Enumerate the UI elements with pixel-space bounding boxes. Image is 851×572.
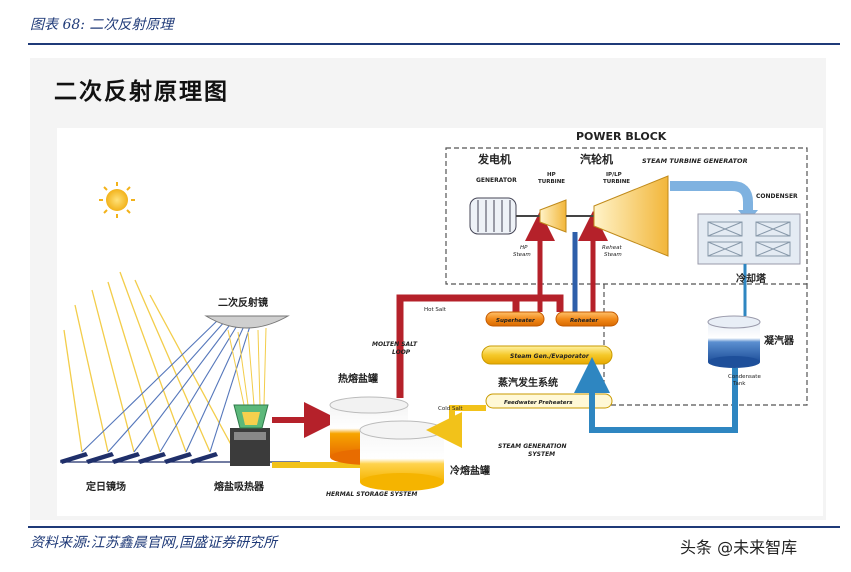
steam-gen-sys-label-en-2: SYSTEM xyxy=(528,451,555,458)
feedwater-preheaters xyxy=(485,393,613,409)
steam-gen-label: Steam Gen./Evaporator xyxy=(510,353,590,360)
feedwater-label: Feedwater Preheaters xyxy=(504,400,573,406)
hp-steam-label-1: HP xyxy=(520,245,528,251)
iplp-turbine-label-1: IP/LP xyxy=(606,172,622,178)
condenser-label-en: CONDENSER xyxy=(756,193,798,200)
hot-salt-label: Hot Salt xyxy=(424,307,447,313)
steam-gen-sys-label-en-1: STEAM GENERATION xyxy=(498,443,567,450)
hp-turbine-label-2: TURBINE xyxy=(538,179,565,185)
power-block-boundary xyxy=(445,147,808,285)
superheater xyxy=(485,311,545,327)
reflected-rays xyxy=(81,317,251,453)
condensate-tank-label-2: Tank xyxy=(732,381,746,387)
power-block-boundary-lower xyxy=(603,284,808,406)
turbine-label-cn: 汽轮机 xyxy=(580,152,613,166)
molten-salt-label-2: LOOP xyxy=(392,349,411,356)
condenser-unit xyxy=(697,213,801,265)
heliostat-field-label: 定日镜场 xyxy=(86,480,126,493)
header-rule xyxy=(28,43,840,45)
storage-label: HERMAL STORAGE SYSTEM xyxy=(326,491,417,498)
superheater-label: Superheater xyxy=(496,318,535,324)
generator-label-en: GENERATOR xyxy=(476,177,517,184)
footer-rule xyxy=(28,526,840,528)
cold-tank-label: 冷熔盐罐 xyxy=(450,464,490,477)
generator xyxy=(469,197,540,235)
watermark: 头条 @未来智库 xyxy=(680,538,798,557)
hp-turbine-label-1: HP xyxy=(547,172,556,178)
pipe-feedwater xyxy=(574,357,738,433)
reheat-steam-label-1: Reheat xyxy=(602,245,622,251)
power-block-label: POWER BLOCK xyxy=(576,130,667,143)
molten-salt-label-1: MOLTEN SALT xyxy=(372,341,418,348)
sun-icon xyxy=(99,182,135,218)
receiver xyxy=(230,404,270,466)
receiver-label: 熔盐吸热器 xyxy=(214,480,265,493)
exhaust-duct xyxy=(670,181,753,212)
generator-label-cn: 发电机 xyxy=(477,152,511,166)
stg-label: STEAM TURBINE GENERATOR xyxy=(642,157,748,165)
secondary-rays xyxy=(227,327,267,406)
cold-salt-label: Cold Salt xyxy=(438,406,463,412)
hp-steam-label-2: Steam xyxy=(513,252,531,258)
reheater xyxy=(555,311,619,327)
iplp-turbine-label-2: TURBINE xyxy=(603,179,630,185)
iplp-turbine xyxy=(593,175,669,257)
cooling-tower-label: 冷却塔 xyxy=(736,272,767,285)
hp-turbine xyxy=(539,199,567,233)
hot-tank-label: 热熔盐罐 xyxy=(338,372,378,385)
condensate-tank xyxy=(707,315,761,368)
pipe-cold-salt xyxy=(426,405,486,448)
secondary-mirror-label: 二次反射镜 xyxy=(218,296,268,309)
diagram-title: 二次反射原理图 xyxy=(54,79,229,105)
source-note: 资料来源:江苏鑫晨官网,国盛证券研究所 xyxy=(30,535,278,551)
secondary-mirror xyxy=(204,315,290,329)
cold-salt-tank xyxy=(359,420,445,491)
reheater-label: Reheater xyxy=(570,318,598,324)
pipe-hot-salt xyxy=(396,294,564,398)
figure-label: 图表 68: 二次反射原理 xyxy=(30,17,174,33)
condenser-label-cn: 凝汽器 xyxy=(764,334,795,347)
sun-rays xyxy=(63,271,236,453)
reheat-steam-label-2: Steam xyxy=(604,252,622,258)
steam-gen-sys-label-cn: 蒸汽发生系统 xyxy=(498,376,558,389)
condensate-tank-label-1: Condensate xyxy=(728,374,761,380)
